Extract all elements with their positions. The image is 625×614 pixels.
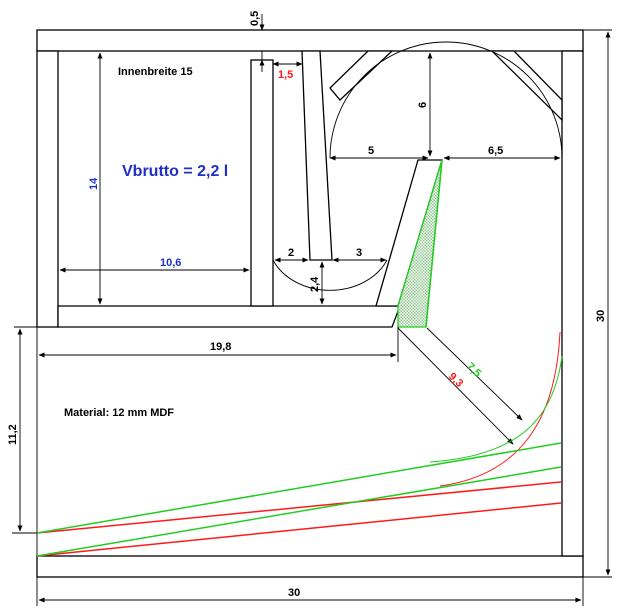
upper-arc — [329, 41, 563, 159]
label-dim-11-2: 11,2 — [7, 424, 19, 445]
label-material: Material: 12 mm MDF — [64, 407, 174, 419]
label-dim-6-5: 6,5 — [488, 145, 503, 157]
top-brace-left — [329, 50, 394, 101]
label-dim-9-3: 9,3 — [446, 371, 465, 390]
label-dim-10-6: 10,6 — [160, 257, 181, 269]
label-dim-14: 14 — [88, 177, 100, 190]
label-top-gap: 0,5 — [249, 11, 261, 26]
red-curve — [439, 331, 561, 487]
top-wall — [36, 29, 584, 52]
outer-walls — [36, 29, 584, 578]
label-dim-2-4: 2,4 — [309, 276, 321, 292]
right-wall — [561, 50, 584, 557]
label-height-30: 30 — [595, 310, 607, 322]
green-line-1 — [36, 442, 562, 534]
label-dim-5: 5 — [368, 145, 374, 157]
red-line-1 — [36, 481, 562, 534]
top-brace-right — [490, 50, 563, 122]
green-curve — [429, 355, 563, 463]
dim-9-3 — [397, 327, 514, 445]
label-slot-gap: 1,5 — [278, 69, 293, 81]
label-dim-2: 2 — [288, 247, 294, 259]
dim-7-5 — [426, 327, 523, 421]
left-wall — [36, 50, 59, 328]
label-dim-3: 3 — [356, 247, 362, 259]
label-width-30: 30 — [288, 587, 300, 599]
slanted-duct-wall — [301, 50, 333, 261]
label-dim-7-5: 7,5 — [464, 361, 483, 380]
red-line-2 — [36, 502, 562, 557]
label-dim-19-8: 19,8 — [210, 341, 231, 353]
inner-shelf — [57, 305, 401, 328]
bottom-wall — [36, 555, 584, 578]
green-line-2 — [36, 466, 562, 557]
label-volume: Vbrutto = 2,2 l — [122, 163, 228, 180]
label-arc-height: 6 — [417, 102, 429, 108]
lower-arc — [272, 259, 388, 291]
vertical-partition — [250, 59, 274, 307]
label-inner-width: Innenbreite 15 — [118, 66, 193, 78]
